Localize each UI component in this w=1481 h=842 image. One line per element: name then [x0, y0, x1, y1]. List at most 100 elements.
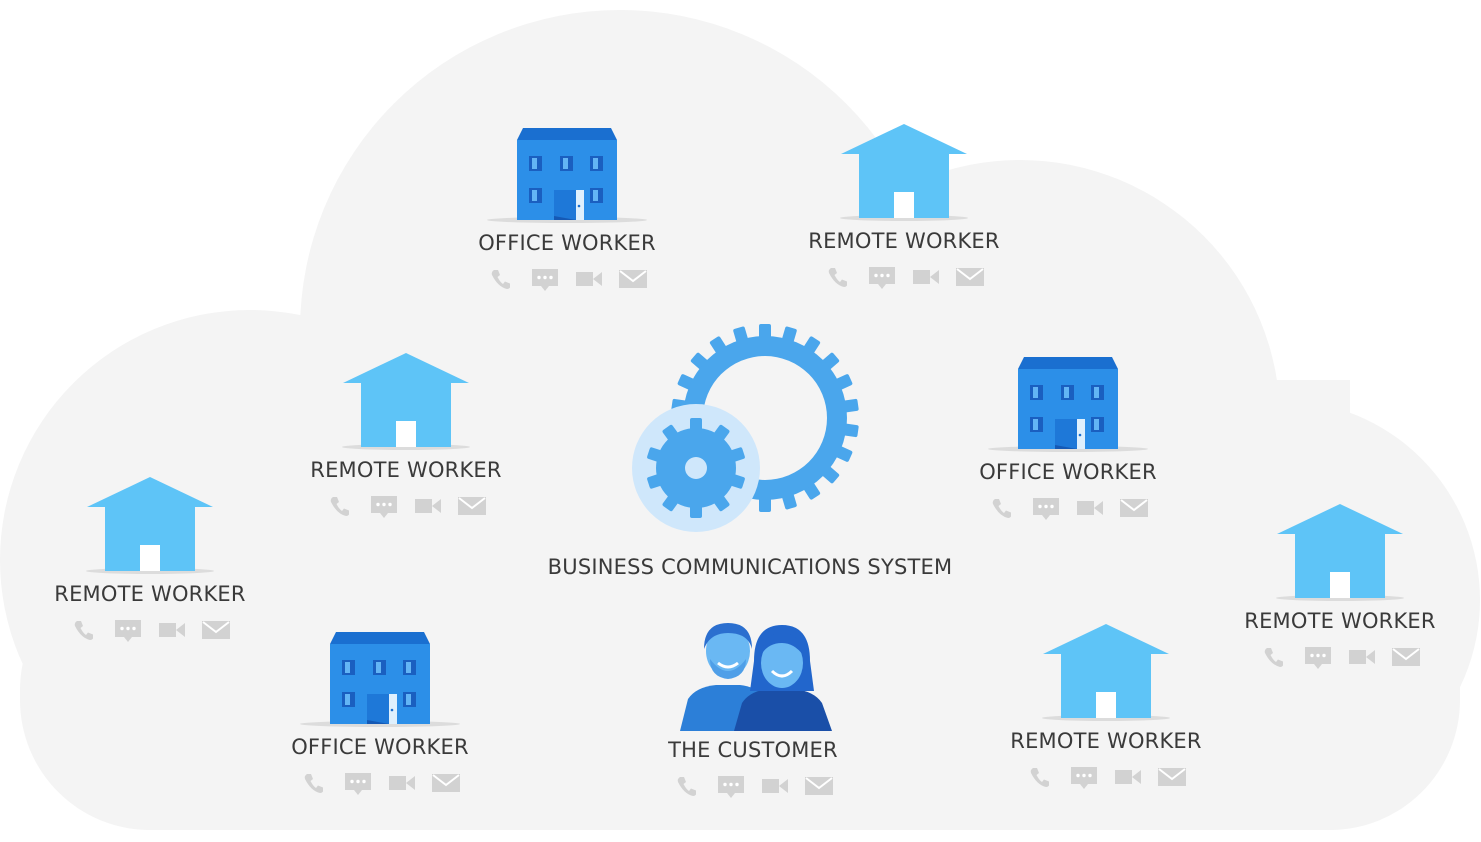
chat-icon	[1070, 765, 1098, 789]
phone-channel-button[interactable]	[1259, 644, 1289, 670]
video-channel-button[interactable]	[574, 266, 604, 292]
email-icon	[1119, 497, 1149, 519]
email-channel-button[interactable]	[1391, 644, 1421, 670]
video-icon	[388, 773, 416, 793]
node-label: OFFICE WORKER	[291, 735, 469, 759]
phone-channel-button[interactable]	[486, 266, 516, 292]
phone-icon	[991, 497, 1013, 519]
video-channel-button[interactable]	[157, 617, 187, 643]
email-channel-button[interactable]	[431, 770, 461, 796]
video-channel-button[interactable]	[387, 770, 417, 796]
system-label: BUSINESS COMMUNICATIONS SYSTEM	[547, 555, 953, 579]
video-icon	[761, 776, 789, 796]
video-icon	[1076, 498, 1104, 518]
chat-channel-button[interactable]	[867, 264, 897, 290]
phone-icon	[490, 268, 512, 290]
office-building-icon	[300, 632, 460, 727]
node-label: OFFICE WORKER	[979, 460, 1157, 484]
chat-channel-button[interactable]	[1069, 764, 1099, 790]
email-icon	[457, 495, 487, 517]
chat-icon	[1032, 496, 1060, 520]
video-icon	[414, 496, 442, 516]
video-icon	[1348, 647, 1376, 667]
house-icon	[1276, 504, 1404, 601]
channel-icons	[447, 266, 687, 292]
video-channel-button[interactable]	[1347, 644, 1377, 670]
video-icon	[158, 620, 186, 640]
office-building-icon	[487, 128, 647, 223]
node-label: REMOTE WORKER	[310, 458, 502, 482]
house-icon	[342, 353, 470, 450]
email-channel-button[interactable]	[457, 493, 487, 519]
node-remote-worker: REMOTE WORKER	[986, 624, 1226, 790]
small-gear-icon	[632, 404, 760, 532]
node-office-worker: OFFICE WORKER	[260, 630, 500, 796]
phone-channel-button[interactable]	[69, 617, 99, 643]
phone-channel-button[interactable]	[1025, 764, 1055, 790]
video-channel-button[interactable]	[413, 493, 443, 519]
node-label: OFFICE WORKER	[478, 231, 656, 255]
node-label: THE CUSTOMER	[668, 738, 838, 762]
chat-channel-button[interactable]	[1031, 495, 1061, 521]
chat-channel-button[interactable]	[530, 266, 560, 292]
email-icon	[1157, 766, 1187, 788]
node-remote-worker: REMOTE WORKER	[286, 353, 526, 519]
phone-icon	[827, 266, 849, 288]
email-icon	[201, 619, 231, 641]
channel-icons	[1220, 644, 1460, 670]
node-remote-worker: REMOTE WORKER	[1220, 504, 1460, 670]
email-channel-button[interactable]	[618, 266, 648, 292]
phone-channel-button[interactable]	[325, 493, 355, 519]
channel-icons	[948, 495, 1188, 521]
phone-icon	[1263, 646, 1285, 668]
office-building-icon	[988, 357, 1148, 452]
email-icon	[1391, 646, 1421, 668]
phone-channel-button[interactable]	[299, 770, 329, 796]
video-channel-button[interactable]	[911, 264, 941, 290]
node-label: REMOTE WORKER	[54, 582, 246, 606]
channel-icons	[784, 264, 1024, 290]
email-icon	[804, 775, 834, 797]
channel-icons	[286, 493, 526, 519]
chat-icon	[114, 618, 142, 642]
email-channel-button[interactable]	[1119, 495, 1149, 521]
phone-channel-button[interactable]	[823, 264, 853, 290]
phone-icon	[329, 495, 351, 517]
phone-channel-button[interactable]	[987, 495, 1017, 521]
email-channel-button[interactable]	[804, 773, 834, 799]
phone-icon	[303, 772, 325, 794]
chat-channel-button[interactable]	[716, 773, 746, 799]
chat-channel-button[interactable]	[343, 770, 373, 796]
node-office-worker: OFFICE WORKER	[948, 355, 1188, 521]
channel-icons	[30, 617, 270, 643]
node-office-worker: OFFICE WORKER	[447, 126, 687, 292]
node-label: REMOTE WORKER	[808, 229, 1000, 253]
email-channel-button[interactable]	[1157, 764, 1187, 790]
chat-icon	[531, 267, 559, 291]
video-icon	[575, 269, 603, 289]
node-remote-worker: REMOTE WORKER	[30, 477, 270, 643]
video-channel-button[interactable]	[1075, 495, 1105, 521]
email-icon	[618, 268, 648, 290]
house-icon	[1042, 624, 1170, 721]
email-icon	[431, 772, 461, 794]
chat-channel-button[interactable]	[113, 617, 143, 643]
email-icon	[955, 266, 985, 288]
phone-icon	[1029, 766, 1051, 788]
phone-channel-button[interactable]	[672, 773, 702, 799]
video-channel-button[interactable]	[1113, 764, 1143, 790]
channel-icons	[260, 770, 500, 796]
node-customer: THE CUSTOMER	[633, 619, 873, 799]
chat-channel-button[interactable]	[369, 493, 399, 519]
chat-channel-button[interactable]	[1303, 644, 1333, 670]
email-channel-button[interactable]	[201, 617, 231, 643]
chat-icon	[370, 494, 398, 518]
video-icon	[1114, 767, 1142, 787]
video-channel-button[interactable]	[760, 773, 790, 799]
email-channel-button[interactable]	[955, 264, 985, 290]
channel-icons	[986, 764, 1226, 790]
video-icon	[912, 267, 940, 287]
chat-icon	[1304, 645, 1332, 669]
chat-icon	[344, 771, 372, 795]
customers-icon	[680, 623, 832, 731]
